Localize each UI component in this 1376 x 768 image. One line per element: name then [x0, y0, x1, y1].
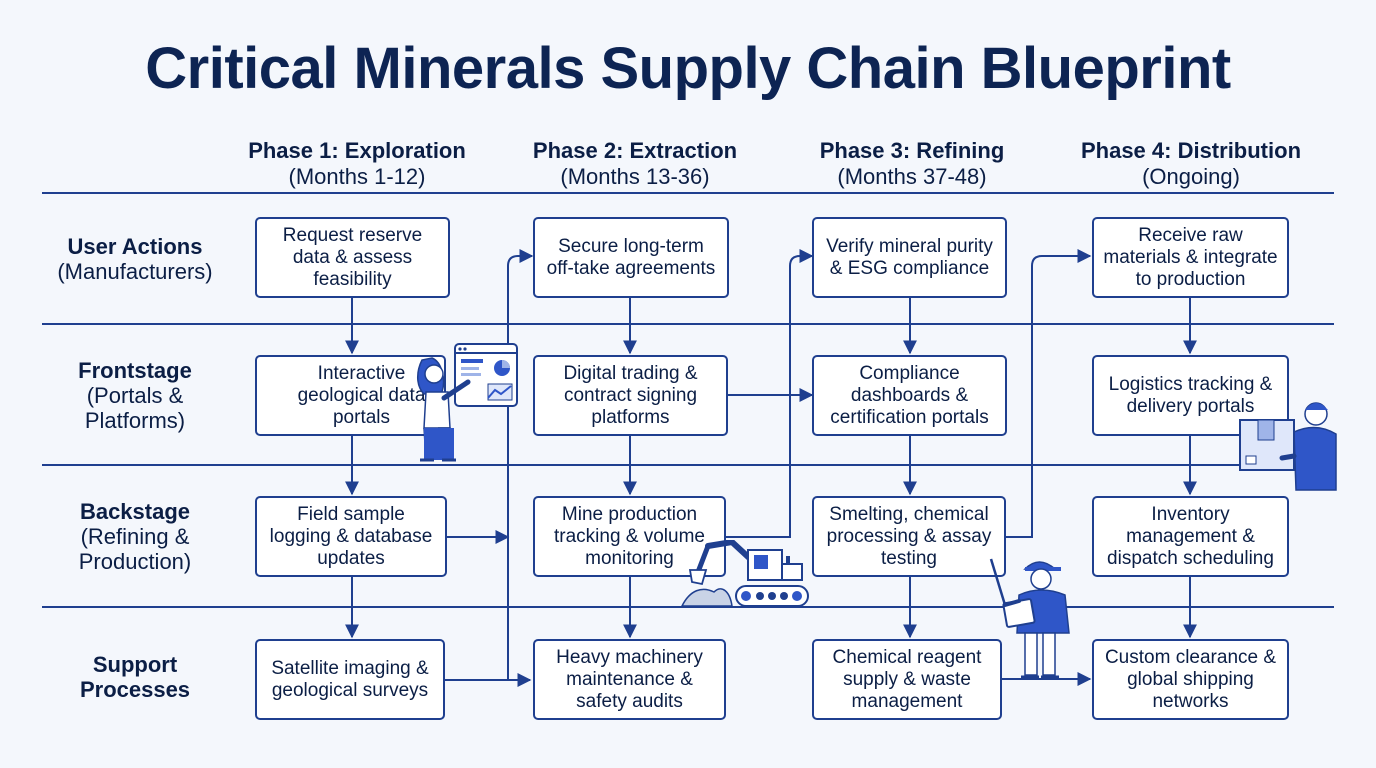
lane-name: User Actions [67, 234, 203, 259]
handoff-arrow [1006, 249, 1092, 538]
excavator-illustration [680, 540, 809, 607]
lane-subtitle: (Portals & Platforms) [84, 383, 186, 433]
lane-label-frontstage: Frontstage (Portals & Platforms) [20, 358, 250, 433]
analyst-with-screen-illustration [417, 343, 518, 462]
handoff-arrow [726, 249, 814, 538]
cell-user-phase-2: Secure long-term off-take agreements [533, 217, 729, 298]
lane-label-support: Support Processes [20, 652, 250, 702]
delivery-worker-illustration [1239, 402, 1337, 491]
cell-user-phase-4: Receive raw materials & integrate to pro… [1092, 217, 1289, 298]
phase-duration: (Ongoing) [1142, 164, 1240, 189]
phase-duration: (Months 13-36) [560, 164, 710, 189]
cell-support-phase-1: Satellite imaging & geological surveys [255, 639, 445, 720]
lane-label-user-actions: User Actions (Manufacturers) [20, 234, 250, 284]
lane-label-backstage: Backstage (Refining & Production) [20, 499, 250, 574]
phase-name: Phase 1: Exploration [248, 138, 466, 163]
phase-header-2: Phase 2: Extraction (Months 13-36) [520, 138, 750, 190]
lane-name: Support Processes [79, 652, 191, 702]
inspector-with-clipboard-illustration [989, 558, 1070, 679]
phase-name: Phase 4: Distribution [1080, 138, 1302, 163]
cell-backstage-phase-3: Smelting, chemical processing & assay te… [812, 496, 1006, 577]
phase-name: Phase 3: Refining [819, 138, 1005, 163]
page-title: Critical Minerals Supply Chain Blueprint [145, 36, 1231, 101]
cell-frontstage-phase-2: Digital trading & contract signing platf… [533, 355, 728, 436]
phase-header-3: Phase 3: Refining (Months 37-48) [797, 138, 1027, 190]
cell-user-phase-1: Request reserve data & assess feasibilit… [255, 217, 450, 298]
lane-subtitle: (Manufacturers) [57, 259, 213, 284]
cell-backstage-phase-4: Inventory management & dispatch scheduli… [1092, 496, 1289, 577]
phase-duration: (Months 37-48) [837, 164, 987, 189]
phase-duration: (Months 1-12) [288, 164, 426, 189]
handoff-arrow [445, 249, 534, 681]
cell-support-phase-3: Chemical reagent supply & waste manageme… [812, 639, 1002, 720]
cell-backstage-phase-1: Field sample logging & database updates [255, 496, 447, 577]
cell-backstage-phase-2: Mine production tracking & volume monito… [533, 496, 726, 577]
phase-header-1: Phase 1: Exploration (Months 1-12) [242, 138, 472, 190]
lane-name: Backstage [79, 499, 191, 524]
cell-frontstage-phase-3: Compliance dashboards & certification po… [812, 355, 1007, 436]
lane-subtitle: (Refining & Production) [78, 524, 192, 574]
cell-user-phase-3: Verify mineral purity & ESG compliance [812, 217, 1007, 298]
phase-name: Phase 2: Extraction [532, 138, 738, 163]
phase-header-4: Phase 4: Distribution (Ongoing) [1076, 138, 1306, 190]
lane-name: Frontstage [78, 358, 192, 383]
cell-support-phase-4: Custom clearance & global shipping netwo… [1092, 639, 1289, 720]
cell-support-phase-2: Heavy machinery maintenance & safety aud… [533, 639, 726, 720]
